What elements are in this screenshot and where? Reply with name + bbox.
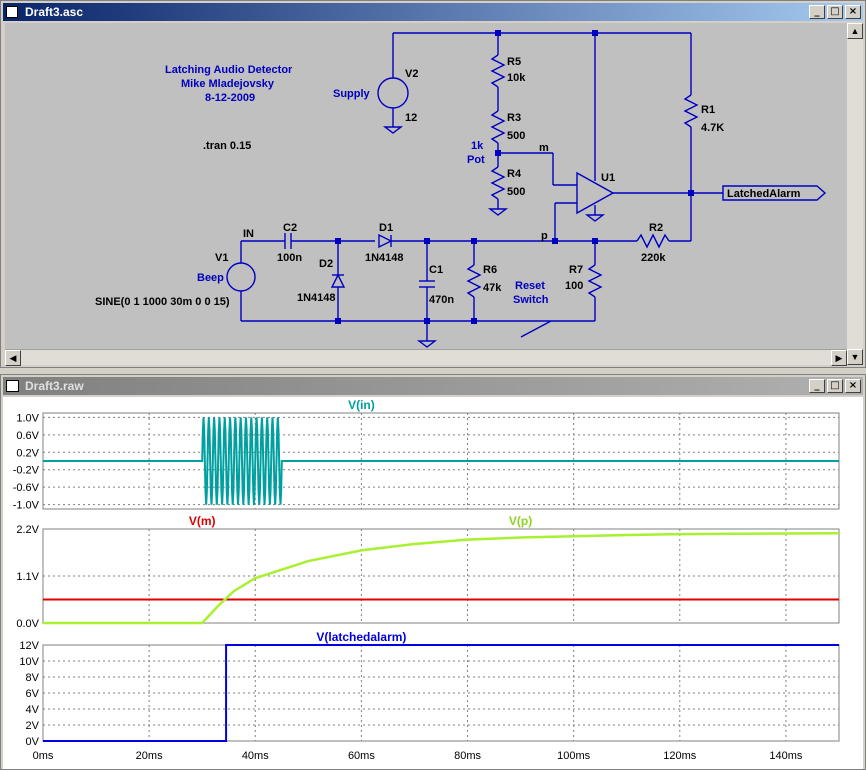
r2-value: 220k xyxy=(641,252,666,264)
net-m-label: m xyxy=(539,142,549,154)
trace-label-vin: V(in) xyxy=(348,398,375,412)
schematic-window: Draft3.asc _ □ × xyxy=(0,0,866,368)
schematic-title: Draft3.asc xyxy=(25,5,84,19)
r3-value: 500 xyxy=(507,130,525,142)
maximize-button[interactable]: □ xyxy=(827,5,843,19)
r1-value: 4.7K xyxy=(701,122,724,134)
waveform-icon xyxy=(6,380,19,392)
d2-label: D2 xyxy=(319,258,333,270)
d1-label: D1 xyxy=(379,222,393,234)
y-tick-label: 8V xyxy=(26,672,40,684)
close-button[interactable]: × xyxy=(845,5,861,19)
schematic-hscroll[interactable]: ◀ ▶ xyxy=(5,349,847,366)
u1-label: U1 xyxy=(601,172,615,184)
y-tick-label: 12V xyxy=(19,640,39,652)
c1-value: 470n xyxy=(429,294,454,306)
scroll-right-button[interactable]: ▶ xyxy=(831,350,847,366)
y-tick-label: 6V xyxy=(26,688,40,700)
maximize-button[interactable]: □ xyxy=(827,379,843,393)
r4-label: R4 xyxy=(507,168,522,180)
y-tick-label: 0.6V xyxy=(16,430,39,442)
schematic-file-icon xyxy=(6,6,18,18)
pane-frame-1 xyxy=(42,528,840,624)
trace-label-vlatched: V(latchedalarm) xyxy=(316,630,406,644)
y-tick-label: 0.2V xyxy=(16,447,39,459)
r7-value: 100 xyxy=(565,280,583,292)
x-tick-label: 80ms xyxy=(454,750,481,762)
r7-label: R7 xyxy=(569,264,583,276)
minimize-button[interactable]: _ xyxy=(809,5,825,19)
x-tick-label: 40ms xyxy=(242,750,269,762)
title-line3: 8-12-2009 xyxy=(205,92,255,104)
c1-label: C1 xyxy=(429,264,443,276)
r5-label: R5 xyxy=(507,56,521,68)
c2-label: C2 xyxy=(283,222,297,234)
y-tick-label: -0.6V xyxy=(13,482,40,494)
r6-value: 47k xyxy=(483,282,502,294)
v1-label: V1 xyxy=(215,252,228,264)
scroll-left-button[interactable]: ◀ xyxy=(5,350,21,366)
reset-label-1: Reset xyxy=(515,280,545,292)
d1-value: 1N4148 xyxy=(365,252,404,264)
c2-value: 100n xyxy=(277,252,302,264)
net-p-label: p xyxy=(541,230,548,242)
series-vlatched xyxy=(43,644,839,742)
d2-value: 1N4148 xyxy=(297,292,336,304)
beep-label: Beep xyxy=(197,272,224,284)
x-tick-label: 20ms xyxy=(136,750,163,762)
y-tick-label: 2V xyxy=(26,720,40,732)
r1-label: R1 xyxy=(701,104,715,116)
net-in-label: IN xyxy=(243,228,254,240)
r3-label: R3 xyxy=(507,112,521,124)
pot-label-2: Pot xyxy=(467,154,485,166)
r4-value: 500 xyxy=(507,186,525,198)
r5-value: 10k xyxy=(507,72,526,84)
x-tick-label: 100ms xyxy=(557,750,591,762)
waveform-window: Draft3.raw _ □ × 1.0V 0.6V 0.2V -0.2V -0.6V -… xyxy=(0,374,866,770)
sine-spec: SINE(0 1 1000 30m 0 0 15) xyxy=(95,296,230,308)
schematic-titlebar[interactable]: Draft3.asc _ □ × xyxy=(3,3,863,21)
scroll-up-button[interactable]: ▲ xyxy=(847,23,863,39)
schematic-canvas[interactable]: Latching Audio Detector Mike Mladejovsky… xyxy=(5,23,847,349)
y-tick-label: 1.1V xyxy=(16,571,39,583)
minimize-button[interactable]: _ xyxy=(809,379,825,393)
y-tick-label: 2.2V xyxy=(16,524,39,536)
v2-label: V2 xyxy=(405,68,418,80)
r2-label: R2 xyxy=(649,222,663,234)
series-vin xyxy=(43,417,839,505)
x-tick-label: 140ms xyxy=(769,750,803,762)
title-line2: Mike Mladejovsky xyxy=(181,78,275,90)
series-vp xyxy=(43,532,840,625)
y-tick-label: -1.0V xyxy=(13,500,40,512)
pane-frame-2 xyxy=(42,644,840,742)
tran-directive: .tran 0.15 xyxy=(203,140,251,152)
waveform-titlebar[interactable]: Draft3.raw _ □ × xyxy=(3,377,863,395)
latched-alarm-flag: LatchedAlarm xyxy=(727,188,801,200)
y-tick-label: 4V xyxy=(26,704,40,716)
y-tick-label: 1.0V xyxy=(16,412,39,424)
waveform-title: Draft3.raw xyxy=(25,379,84,393)
y-tick-label: 10V xyxy=(19,656,39,668)
x-tick-label: 0ms xyxy=(33,750,54,762)
v2-value: 12 xyxy=(405,112,417,124)
schematic-vscroll[interactable]: ▲ ▼ xyxy=(847,23,863,365)
schematic-drawing: Latching Audio Detector Mike Mladejovsky… xyxy=(95,30,827,348)
r6-label: R6 xyxy=(483,264,497,276)
title-line1: Latching Audio Detector xyxy=(165,64,293,76)
x-tick-label: 120ms xyxy=(663,750,697,762)
trace-label-vm: V(m) xyxy=(189,514,216,528)
supply-label: Supply xyxy=(333,88,371,100)
reset-label-2: Switch xyxy=(513,294,549,306)
close-button[interactable]: × xyxy=(845,379,861,393)
pot-label-1: 1k xyxy=(471,140,484,152)
y-tick-label: -0.2V xyxy=(13,465,40,477)
y-tick-label: 0V xyxy=(26,736,40,748)
scroll-down-button[interactable]: ▼ xyxy=(847,349,863,365)
trace-label-vp: V(p) xyxy=(509,514,532,528)
x-tick-label: 60ms xyxy=(348,750,375,762)
plot-svg: 1.0V 0.6V 0.2V -0.2V -0.6V -1.0V 2.2V 1.1V 0.0V 1… xyxy=(13,398,840,762)
y-tick-label: 0.0V xyxy=(16,618,39,630)
plot-area[interactable]: 1.0V 0.6V 0.2V -0.2V -0.6V -1.0V 2.2V 1.1V 0.0V 1… xyxy=(3,397,863,769)
